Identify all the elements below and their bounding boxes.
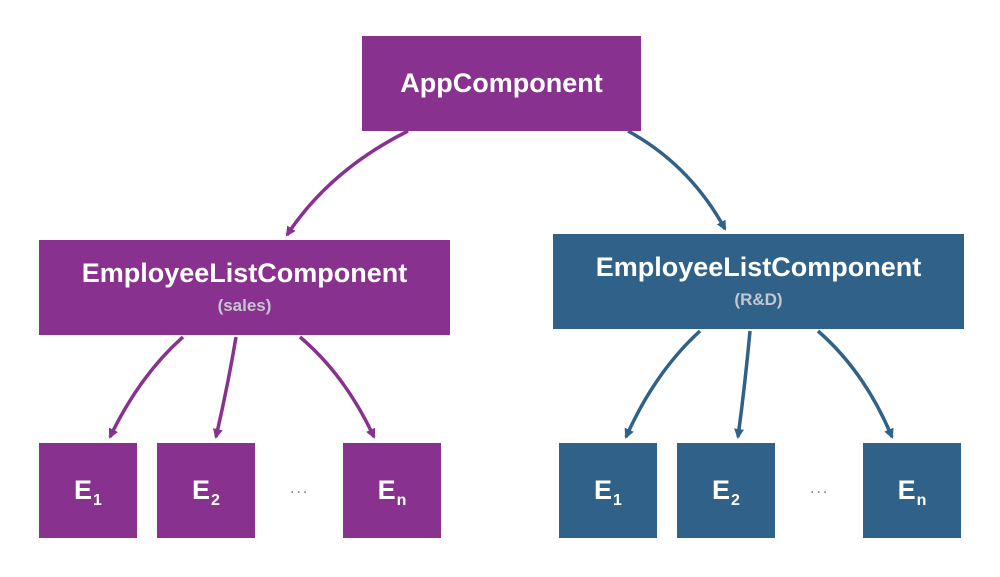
employee-index: n: [916, 492, 927, 509]
employee-list-sales-subtitle: (sales): [217, 296, 272, 316]
employee-index: n: [396, 492, 407, 509]
employee-letter: E: [897, 475, 916, 505]
employee-node-sales-n: En: [343, 443, 441, 538]
employee-index: 1: [613, 492, 622, 509]
employee-list-rnd-title: EmployeeListComponent: [595, 251, 922, 282]
employee-letter: E: [712, 475, 731, 505]
arrow-sales-to-e1: [108, 335, 185, 439]
employee-list-rnd-subtitle: (R&D): [734, 290, 783, 310]
employee-node-rnd-2: E2: [677, 443, 775, 538]
arrow-root-to-sales: [285, 129, 409, 237]
app-component-node: AppComponent: [362, 36, 641, 131]
employee-index: 2: [731, 492, 740, 509]
sales-ellipsis: ...: [290, 480, 310, 497]
employee-letter: E: [74, 475, 93, 505]
arrow-sales-to-e2: [212, 336, 238, 439]
employee-index: 2: [211, 492, 220, 509]
rnd-ellipsis: ...: [810, 480, 830, 497]
arrow-rnd-to-en: [816, 329, 894, 439]
employee-letter: E: [594, 475, 613, 505]
employee-list-rnd-node: EmployeeListComponent (R&D): [553, 234, 964, 329]
employee-node-sales-1: E1: [39, 443, 137, 538]
arrow-sales-to-en: [298, 335, 376, 439]
app-component-title: AppComponent: [400, 67, 603, 98]
employee-letter: E: [192, 475, 211, 505]
arrow-rnd-to-e1: [624, 329, 702, 439]
employee-node-rnd-1: E1: [559, 443, 657, 538]
employee-list-sales-title: EmployeeListComponent: [81, 257, 408, 288]
employee-index: 1: [93, 492, 102, 509]
employee-node-sales-2: E2: [157, 443, 255, 538]
employee-letter: E: [377, 475, 396, 505]
employee-node-rnd-n: En: [863, 443, 961, 538]
arrow-rnd-to-e2: [734, 330, 752, 439]
employee-list-sales-node: EmployeeListComponent (sales): [39, 240, 450, 335]
arrow-root-to-rnd: [627, 129, 727, 231]
